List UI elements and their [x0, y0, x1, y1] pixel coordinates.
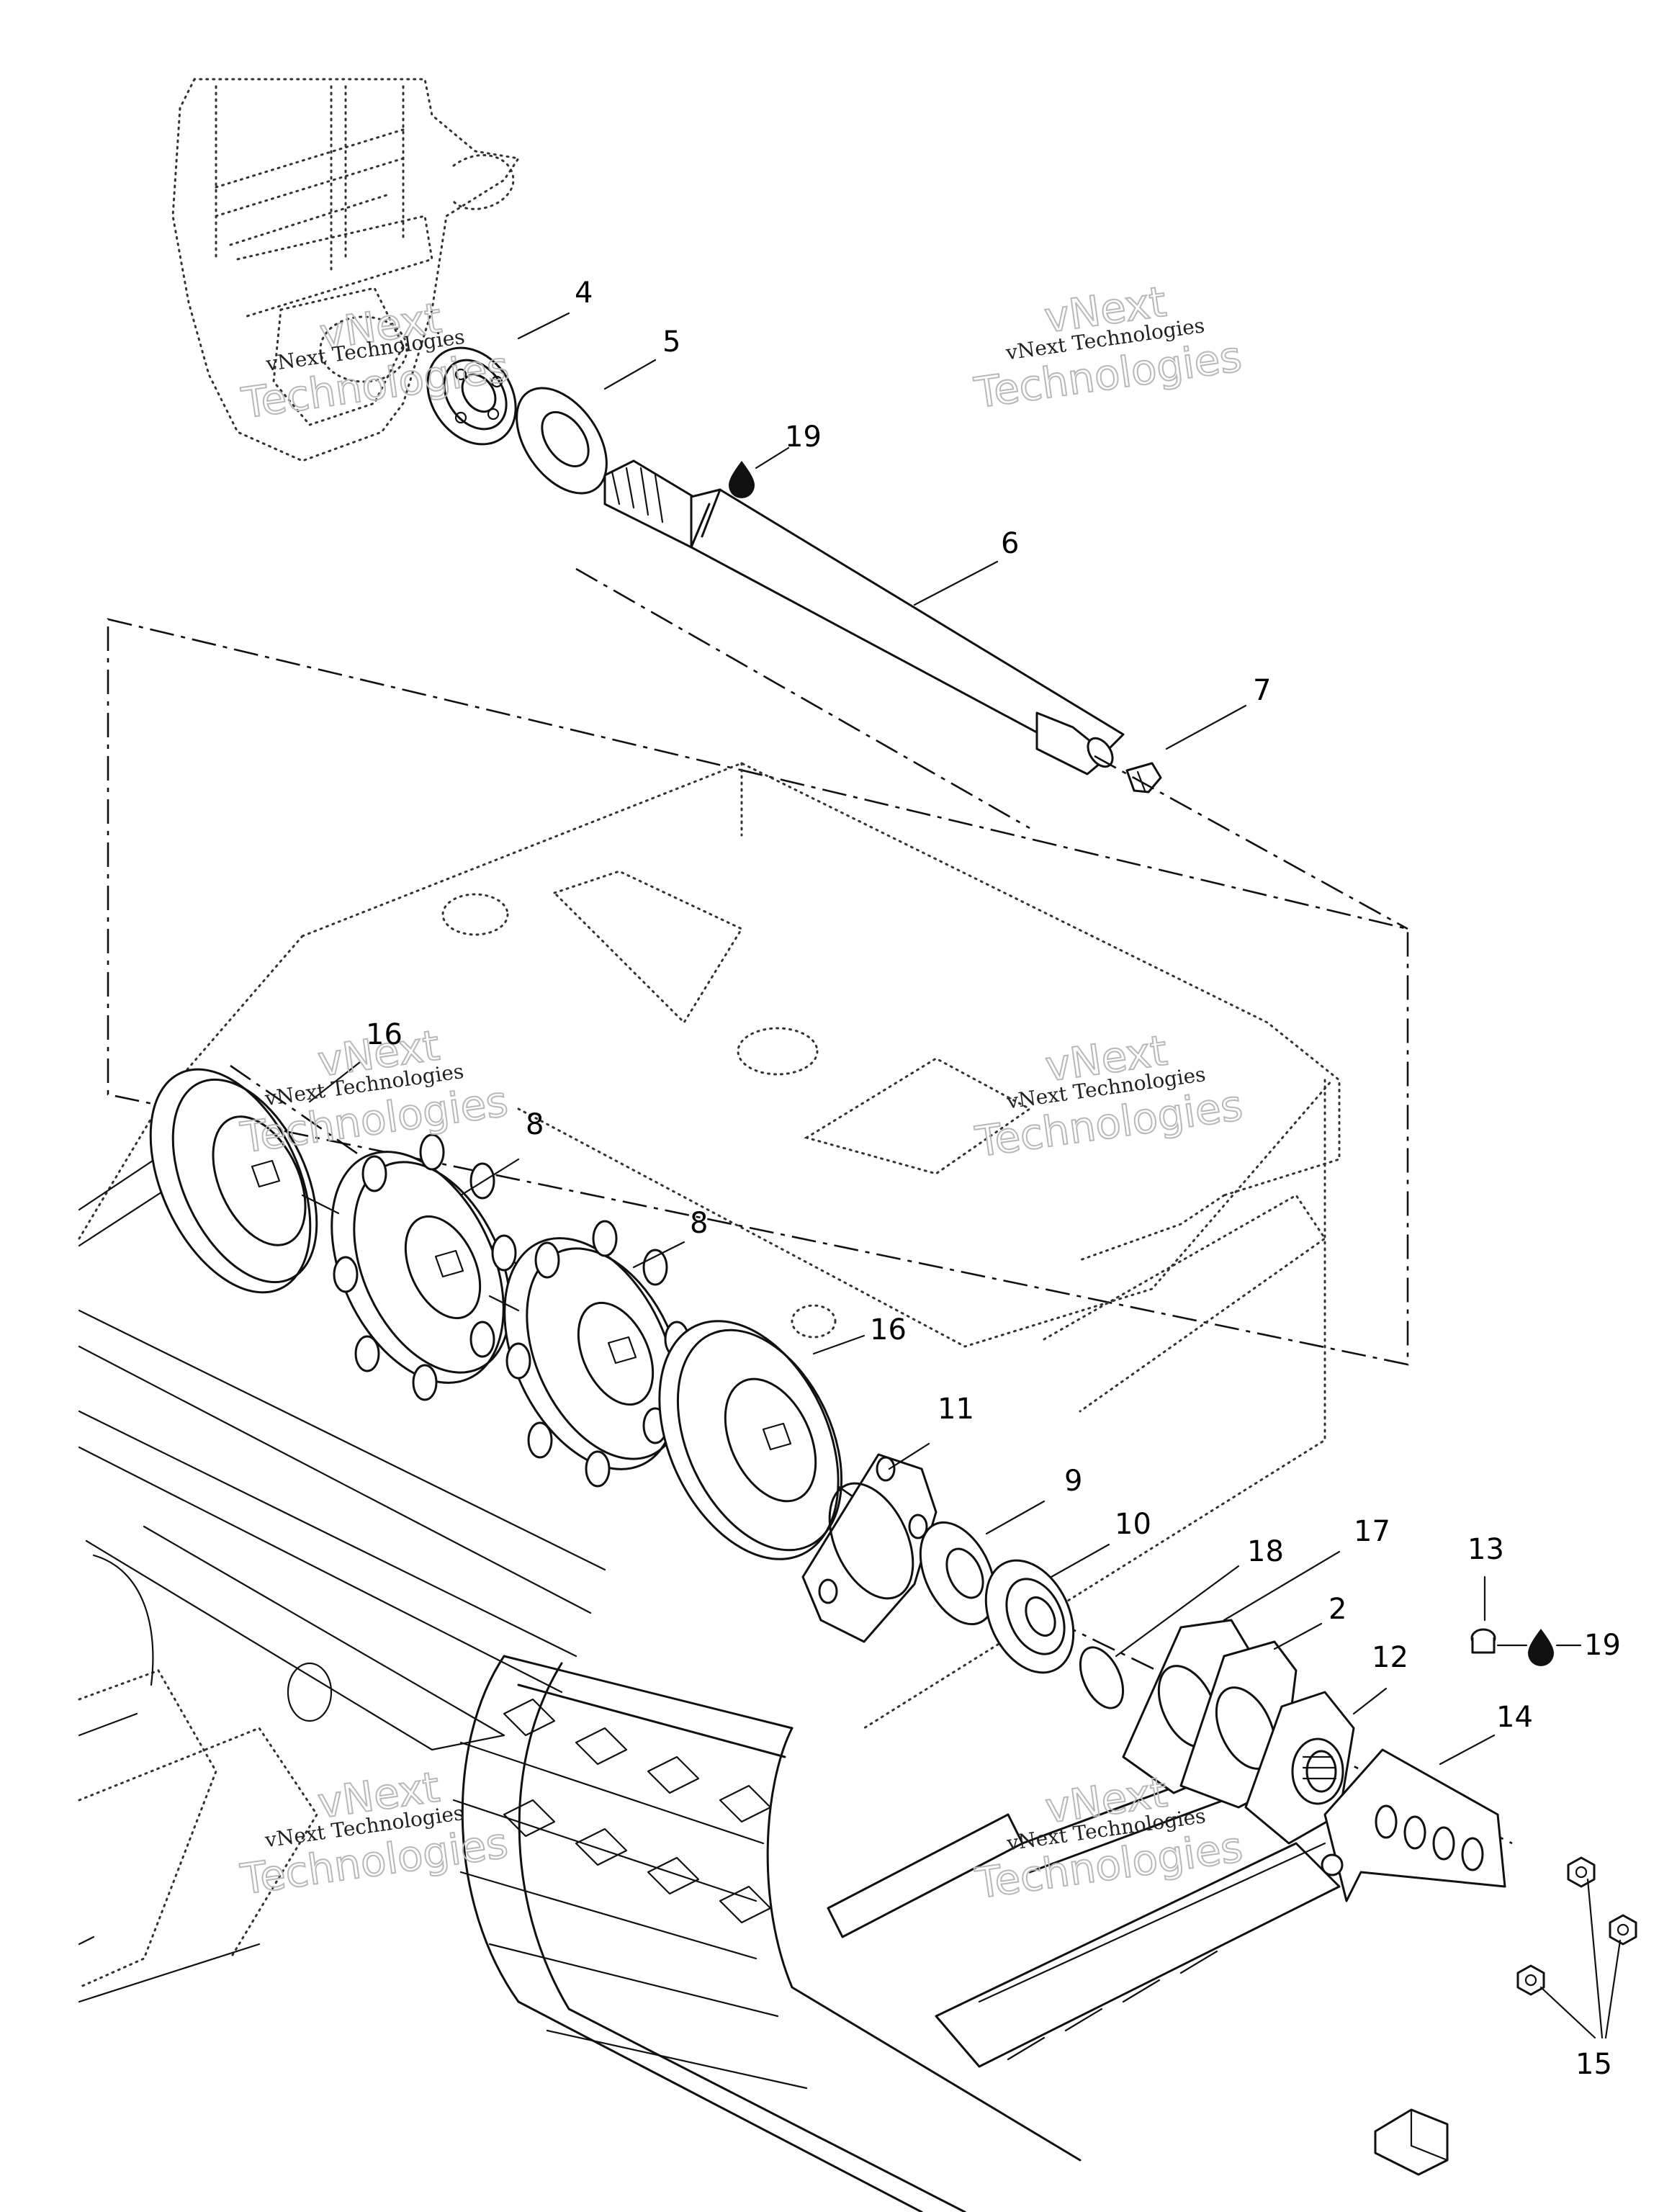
callout-4: 4 [575, 276, 593, 310]
callout-19: 19 [785, 421, 822, 454]
callout-5: 5 [662, 325, 680, 359]
clip-7 [1125, 762, 1162, 793]
bearing-flange-11 [801, 1453, 938, 1643]
oil-drop-icon [729, 461, 755, 498]
callout-11: 11 [938, 1393, 974, 1426]
frame-rails [78, 1122, 606, 2003]
bearing-4 [426, 346, 517, 446]
callout-8: 8 [526, 1108, 544, 1141]
callout-19: 19 [1584, 1629, 1621, 1662]
callout-9: 9 [1064, 1465, 1082, 1498]
washer-5 [516, 387, 608, 495]
callout-17: 17 [1354, 1515, 1390, 1548]
circlip-18 [1079, 1646, 1125, 1709]
callout-7: 7 [1253, 674, 1271, 707]
sprocket-8-right [503, 1220, 690, 1488]
assembly-boundary [107, 567, 1513, 1845]
oil-drop-icon [1528, 1629, 1554, 1666]
sprocket-8-left [331, 1133, 517, 1401]
callout-6: 6 [1001, 527, 1019, 560]
idler-wheel-16-right [658, 1320, 843, 1560]
slider-block [1374, 2108, 1449, 2176]
callout-16: 16 [870, 1313, 907, 1346]
callout-13: 13 [1467, 1533, 1504, 1566]
grease-fitting-13 [1470, 1628, 1496, 1654]
bracket-14 [1321, 1748, 1506, 1902]
callout-labels: 4 5 19 6 7 16 8 8 16 11 9 10 18 17 2 12 … [366, 276, 1621, 2081]
watermark: vNext Technologies vNext Technologies [971, 276, 1245, 418]
callout-14: 14 [1496, 1701, 1533, 1734]
nuts-15 [1516, 1856, 1637, 1996]
callout-10: 10 [1115, 1508, 1151, 1541]
watermark: vNext Technologies vNext Technologies [971, 1025, 1246, 1166]
callout-2: 2 [1328, 1593, 1346, 1626]
gearbox-housing [171, 78, 521, 462]
callout-15: 15 [1575, 2048, 1612, 2081]
callout-16: 16 [366, 1018, 403, 1051]
callout-18: 18 [1247, 1535, 1284, 1568]
drive-shaft-6 [603, 459, 1125, 775]
idler-wheel-16-left [149, 1068, 318, 1294]
leader-lines [308, 312, 1622, 2039]
bearing-housing-12 [1244, 1691, 1355, 1845]
bearing-10 [984, 1559, 1075, 1674]
callout-12: 12 [1372, 1641, 1408, 1674]
callout-8: 8 [690, 1207, 708, 1240]
retainer-9 [919, 1521, 997, 1626]
